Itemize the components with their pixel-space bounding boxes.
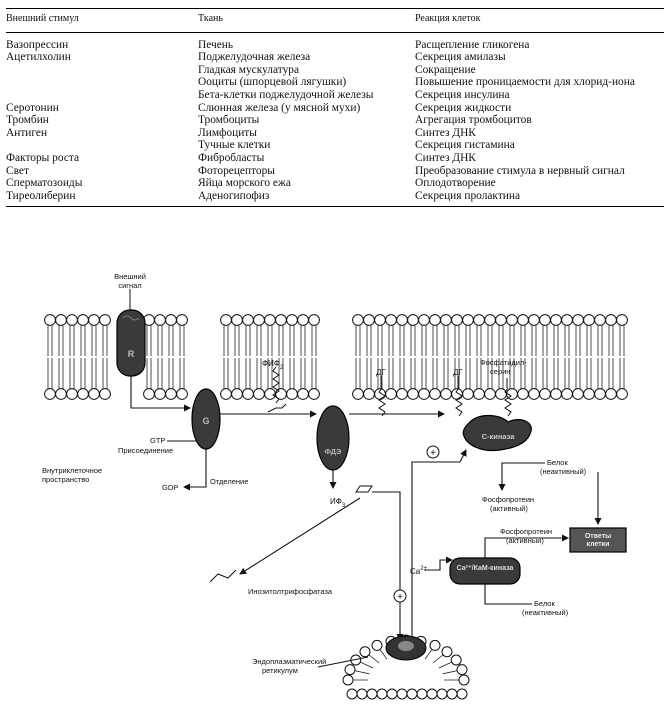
ca-label: Ca2+ <box>410 566 428 576</box>
cell: Бета-клетки поджелудочной железы <box>198 88 374 101</box>
lipid-heads-bottom <box>44 388 628 400</box>
cell-membrane <box>44 314 628 400</box>
cell: Тучные клетки <box>198 139 271 152</box>
phosphoprotein-active-1: Фосфопротеин(активный) <box>482 495 534 513</box>
header-tissue: Ткань <box>198 8 415 33</box>
table-row: Серотонин Слюнная железа (у мясной мухи) С… <box>6 102 664 115</box>
protein-inactive-2: Белок(неактивный) <box>522 599 569 617</box>
cell: Лимфоциты <box>198 126 257 139</box>
pip2-label: ФИФ2 <box>262 359 284 371</box>
cell <box>6 89 198 102</box>
c-kinase: С-киназа <box>462 414 532 452</box>
plus-sign-er: + <box>397 592 403 603</box>
ca-cam-kinase: Са²⁺/КаМ-киназа <box>449 557 521 585</box>
table-row: Гладкая мускулатура Сокращение <box>6 64 664 77</box>
cell <box>6 64 198 77</box>
g-protein: G <box>191 388 221 450</box>
table-row: Тучные клетки Секреция гистамина <box>6 139 664 152</box>
stimulus-table: Внешний стимул Ткань Реакция клеток Вазо… <box>6 8 664 208</box>
cell: Ацетилхолин <box>6 51 71 64</box>
cell: Факторы роста <box>6 151 80 164</box>
release-label: Отделение <box>210 477 248 486</box>
phosphatidylserine-label: Фосфатидил-серин <box>480 358 527 376</box>
protein-inactive-1: Белок(неактивный) <box>540 458 587 476</box>
cell: Синтез ДНК <box>415 126 476 139</box>
table-row: Бета-клетки поджелудочной железы Секреция… <box>6 89 664 102</box>
cell: Секреция амилазы <box>415 51 506 64</box>
cell: Повышение проницаемости для хлорид-иона <box>415 76 635 89</box>
table-row: Свет Фоторецепторы Преобразование стимула … <box>6 165 664 178</box>
inositol-phosphatase-label: Инозитолтрифосфатаза <box>248 587 333 596</box>
cell: Печень <box>198 38 234 51</box>
dg-label-1: ДГ <box>376 368 386 377</box>
table-header-row: Внешний стимул Ткань Реакция клеток <box>6 8 664 33</box>
ca-kinase-label: Са²⁺/КаМ-киназа <box>457 565 514 572</box>
endoplasmic-reticulum <box>342 634 470 700</box>
cell: Тромбин <box>6 114 49 127</box>
header-response: Реакция клеток <box>415 8 664 33</box>
ip3-label: ИФ3 <box>330 497 346 509</box>
cell: Тромбоциты <box>198 114 260 127</box>
cell: Оплодотворение <box>415 177 496 190</box>
table-row: Ооциты (шпорцевой лягушки) Повышение прон… <box>6 76 664 89</box>
receptor-label: R <box>128 349 135 359</box>
cell: Фибробласты <box>198 151 265 164</box>
cell: Слюнная железа (у мясной мухи) <box>198 101 361 114</box>
table-row: Сперматозоиды Яйца морского ежа Оплодотвор… <box>6 177 664 190</box>
table-row: Факторы роста Фибробласты Синтез ДНК <box>6 152 664 165</box>
table-row: Вазопрессин Печень Расщепление гликогена <box>6 32 664 51</box>
cell: Поджелудочная железа <box>198 51 311 64</box>
g-protein-label: G <box>202 416 209 426</box>
cell: Тиреолиберин <box>6 189 198 208</box>
lipid-tails-bottom <box>47 358 625 389</box>
header-stimulus: Внешний стимул <box>6 8 198 33</box>
table-row: Ацетилхолин Поджелудочная железа Секреция … <box>6 51 664 64</box>
lipid-heads-top <box>44 314 628 326</box>
cell: Свет <box>6 164 29 177</box>
cell: Секреция гистамина <box>415 139 515 152</box>
cell: Секреция инсулина <box>415 88 510 101</box>
pde-label: ФДЭ <box>325 447 342 456</box>
c-kinase-label: С-киназа <box>482 432 516 441</box>
cell: Сперматозоиды <box>6 177 83 190</box>
cell: Ооциты (шпорцевой лягушки) <box>198 76 347 89</box>
cell: Секреция жидкости <box>415 101 512 114</box>
gdp-label: GDP <box>162 483 178 492</box>
receptor: R <box>116 309 146 377</box>
phosphoprotein-active-2: Фосфопротеин(активный) <box>500 527 552 545</box>
dg-label-2: ДГ <box>453 368 463 377</box>
plus-sign-ckinase: + <box>430 448 436 459</box>
binding-label: Присоединение <box>118 446 173 455</box>
cell: Агрегация тромбоцитов <box>415 114 532 127</box>
cell: Аденогипофиз <box>198 189 415 208</box>
cell: Яйца морского ежа <box>198 177 291 190</box>
cell: Гладкая мускулатура <box>198 63 300 76</box>
cell: Преобразование стимула в нервный сигнал <box>415 164 625 177</box>
phospholipase: ФДЭ <box>316 405 350 471</box>
cell: Синтез ДНК <box>415 151 476 164</box>
cell <box>6 139 198 152</box>
cell: Фоторецепторы <box>198 164 275 177</box>
cell: Антиген <box>6 126 48 139</box>
table-row: Антиген Лимфоциты Синтез ДНК <box>6 127 664 140</box>
cell: Сокращение <box>415 63 476 76</box>
cell: Расщепление гликогена <box>415 38 530 51</box>
gtp-label: GTP <box>150 436 165 445</box>
cell <box>6 76 198 89</box>
cell: Серотонин <box>6 101 59 114</box>
cell: Секреция пролактина <box>415 189 664 208</box>
table-row: Тромбин Тромбоциты Агрегация тромбоцитов <box>6 114 664 127</box>
cell: Вазопрессин <box>6 38 69 51</box>
lipid-tails-top <box>47 325 625 356</box>
